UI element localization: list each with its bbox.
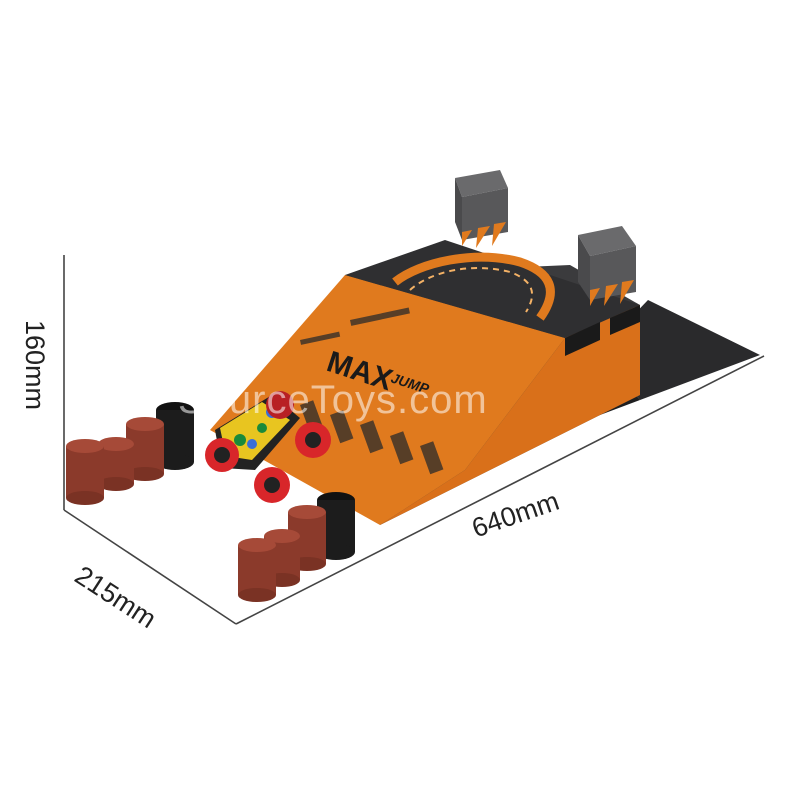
height-dimension-label: 160mm — [20, 320, 50, 411]
barrels-right — [238, 505, 326, 602]
monster-truck — [205, 391, 331, 503]
main-ramp: MAX JUMP — [210, 240, 640, 525]
dimension-lines — [63, 255, 765, 625]
watermark-text: SourceToys.com — [178, 378, 488, 422]
barrels-left — [66, 417, 164, 505]
start-gate-left — [455, 170, 508, 248]
start-gate-right — [578, 226, 636, 306]
